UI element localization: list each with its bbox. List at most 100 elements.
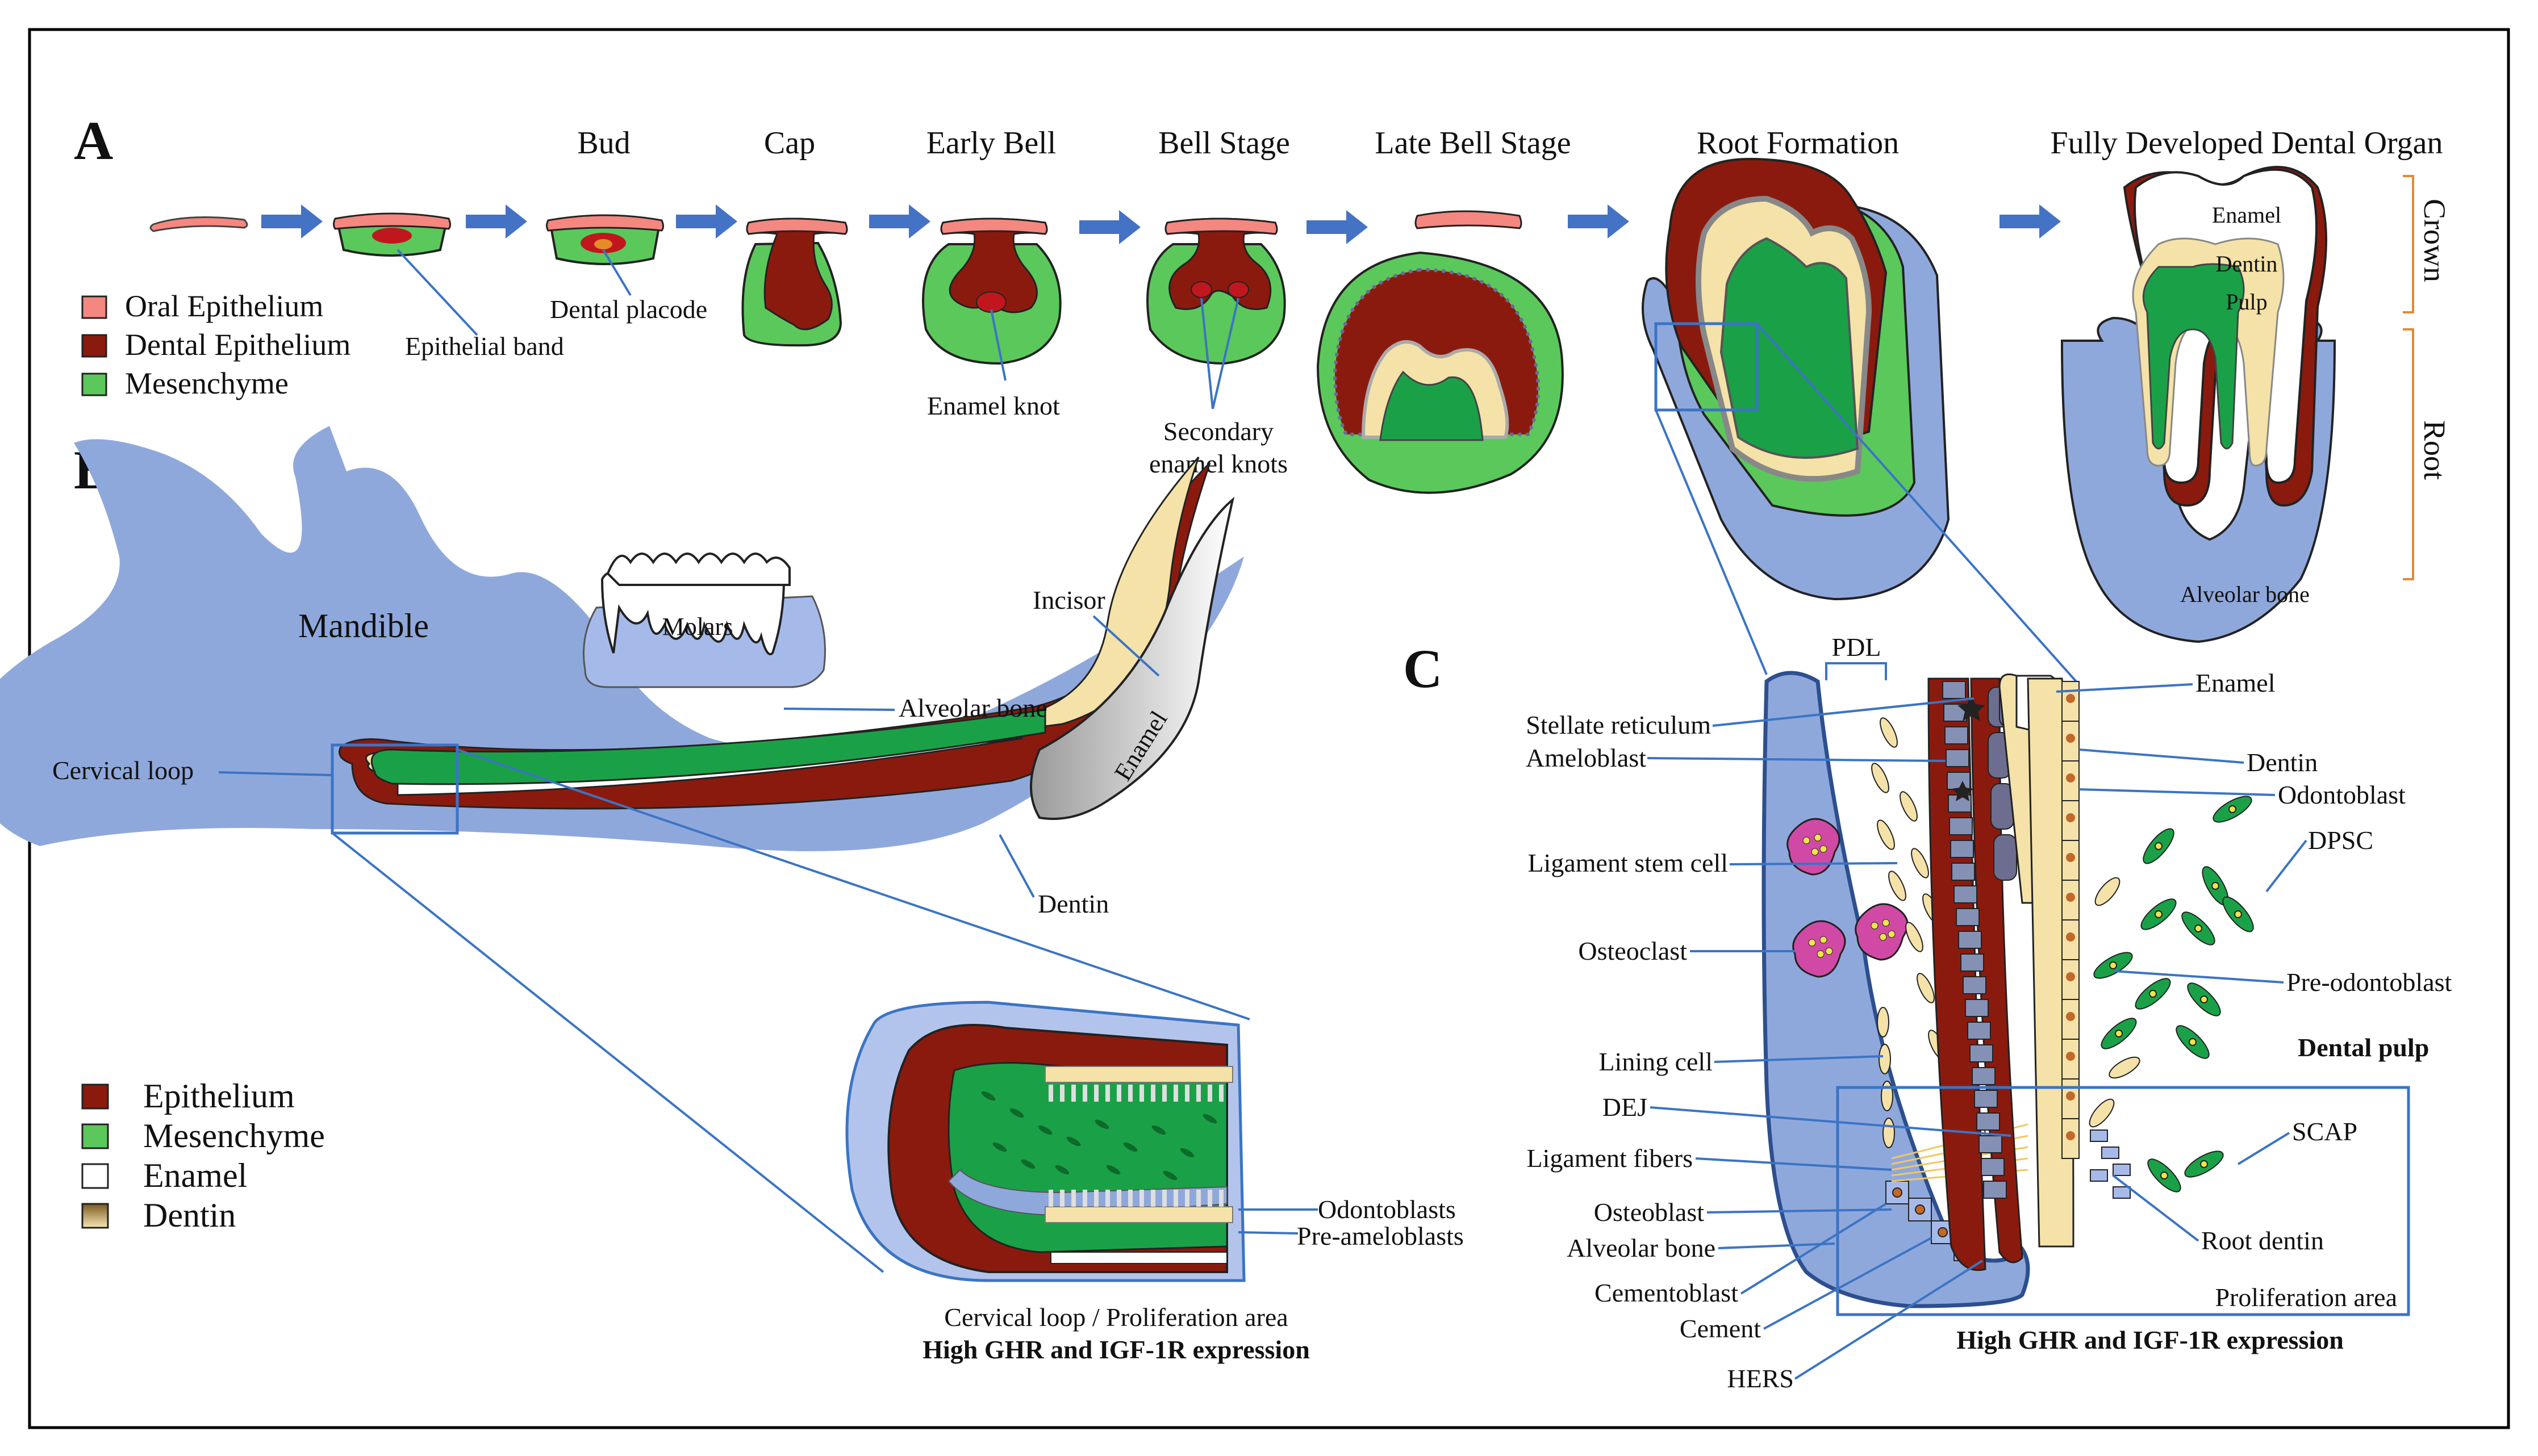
legend-a-item: Mesenchyme: [125, 366, 289, 400]
enamel-knot-label: Enamel knot: [927, 391, 1060, 420]
zoom-lines-b: [331, 748, 1250, 1273]
ligament-fibers-label: Ligament fibers: [1526, 1144, 1693, 1173]
proliferation-area-box: [1836, 1086, 2410, 1316]
hers-label: HERS: [1727, 1364, 1794, 1393]
stage-2-bud: [546, 214, 664, 265]
tooth-enamel-label: Enamel: [2212, 202, 2281, 228]
pre-odontoblast-label: Pre-odontoblast: [2286, 968, 2452, 997]
inset-b-caption-1: Cervical loop / Proliferation area: [944, 1303, 1288, 1332]
stage-root-formation: Root Formation: [1697, 125, 1899, 161]
stage-4-early-bell: [922, 217, 1062, 365]
stage-7-root-formation: [1642, 157, 1950, 601]
stage-late-bell: Late Bell Stage: [1375, 125, 1571, 161]
zoom-box-b: [331, 743, 459, 835]
mandible-label: Mandible: [298, 607, 429, 645]
panel-c-caption: High GHR and IGF-1R expression: [1956, 1325, 2344, 1354]
incisor-pointer: [1092, 615, 1160, 677]
dej-label: DEJ: [1602, 1093, 1647, 1122]
odontoblasts-label: Odontoblasts: [1318, 1195, 1456, 1224]
crown-label: Crown: [2418, 199, 2452, 282]
stage-8-mature-tooth: [2060, 166, 2336, 643]
panel-c-left-labels: Stellate reticulum Ameloblast Ligament s…: [1526, 710, 1794, 1393]
epithelial-band-label: Epithelial band: [405, 332, 564, 361]
legend-b-item: Epithelium: [143, 1077, 295, 1115]
secondary-knots-label-2: enamel knots: [1149, 449, 1288, 478]
stage-bud: Bud: [577, 125, 630, 161]
stage-cap: Cap: [764, 125, 815, 161]
arrow-right-icon: [676, 204, 737, 239]
legend-b-item: Enamel: [143, 1157, 247, 1194]
tooth-dentin-label: Dentin: [2216, 251, 2278, 277]
zoom-lines-c: [1655, 323, 2077, 683]
pdl-label: PDL: [1832, 633, 1881, 662]
inset-b-caption-2: High GHR and IGF-1R expression: [922, 1335, 1310, 1364]
stage-6-late-bell: [1316, 210, 1564, 494]
stage-1-thickening: [333, 212, 451, 257]
legend-b: Epithelium Mesenchyme Enamel Dentin: [81, 1077, 325, 1234]
cervical-loop-inset: [845, 1001, 1246, 1282]
stage-early-bell: Early Bell: [926, 125, 1057, 161]
incisor-label: Incisor: [1033, 585, 1105, 614]
arrow-right-icon: [1306, 210, 1368, 244]
odontoblast-label: Odontoblast: [2278, 780, 2406, 809]
secondary-knots-pointer: [1200, 298, 1239, 409]
tooth-pulp-label: Pulp: [2226, 289, 2267, 315]
panel-c-label: C: [1403, 638, 1442, 699]
proliferation-area-label: Proliferation area: [2215, 1283, 2397, 1312]
alveolar-bone-label: Alveolar bone: [899, 693, 1047, 722]
ameloblast-column: [1927, 673, 2069, 1271]
pre-ameloblasts-pointer: [1238, 1231, 1299, 1235]
pre-ameloblasts-label: Pre-ameloblasts: [1297, 1221, 1464, 1250]
dental-placode-label: Dental placode: [550, 295, 707, 324]
ligament-stem-cell-label: Ligament stem cell: [1527, 848, 1728, 877]
alveolar-bone-pointer: [783, 708, 895, 711]
osteoblast-label: Osteoblast: [1594, 1198, 1704, 1227]
dentin-column: [2027, 677, 2080, 1248]
scap-label: SCAP: [2292, 1117, 2357, 1146]
dental-placode-pointer: [602, 249, 632, 296]
stage-5-bell: [1146, 217, 1286, 365]
oral-epithelium-strip: [149, 216, 248, 232]
tooth-alveolar-bone-label: Alveolar bone: [2180, 581, 2310, 607]
panel-c-left-pointers: [1647, 697, 2011, 1380]
pre-odontoblasts: [2089, 877, 2140, 1199]
stage-bell: Bell Stage: [1158, 125, 1290, 161]
arrow-right-icon: [1999, 204, 2061, 239]
cervical-loop-pointer: [218, 771, 333, 776]
arrow-right-icon: [1568, 204, 1629, 239]
alveolar-bone-c-label: Alveolar bone: [1567, 1233, 1715, 1262]
cervical-loop-label: Cervical loop: [52, 756, 194, 785]
panel-c-right-labels: Enamel Dentin Odontoblast DPSC Pre-odont…: [2195, 668, 2452, 1255]
secondary-knots-label-1: Secondary: [1163, 417, 1274, 446]
osteoclasts: [1786, 818, 1909, 978]
stage-3-cap: [741, 217, 848, 347]
enamel-knot-pointer: [990, 309, 1007, 381]
dental-pulp-label: Dental pulp: [2298, 1033, 2429, 1062]
legend-a-item: Dental Epithelium: [125, 328, 350, 362]
molars: [583, 553, 826, 688]
zoom-box-c: [1654, 322, 1759, 412]
cement-label: Cement: [1680, 1314, 1761, 1343]
stage-arrows: [261, 204, 2061, 244]
legend-a: Oral Epithelium Dental Epithelium Mesenc…: [81, 289, 350, 400]
legend-b-item: Dentin: [143, 1196, 236, 1234]
enamel-c-label: Enamel: [2195, 668, 2276, 697]
root-label: Root: [2418, 420, 2452, 480]
lining-cell-label: Lining cell: [1598, 1047, 1713, 1076]
panel-c-right-pointers: [2056, 683, 2307, 1242]
legend-b-item: Mesenchyme: [143, 1117, 325, 1154]
arrow-right-icon: [466, 204, 527, 239]
osteoclast-label: Osteoclast: [1578, 936, 1687, 965]
dentin-pointer: [999, 834, 1035, 898]
panel-a-label: A: [74, 110, 113, 171]
stage-fully-developed: Fully Developed Dental Organ: [2050, 125, 2443, 161]
legend-a-item: Oral Epithelium: [125, 289, 323, 323]
root-dentin-label: Root dentin: [2201, 1226, 2324, 1255]
pulp-cells: [2093, 796, 2254, 1193]
dentin-c-label: Dentin: [2247, 748, 2318, 777]
root-bracket: [2403, 328, 2414, 580]
arrow-right-icon: [261, 204, 323, 239]
stellate-reticulum-stars: [1952, 696, 1985, 801]
